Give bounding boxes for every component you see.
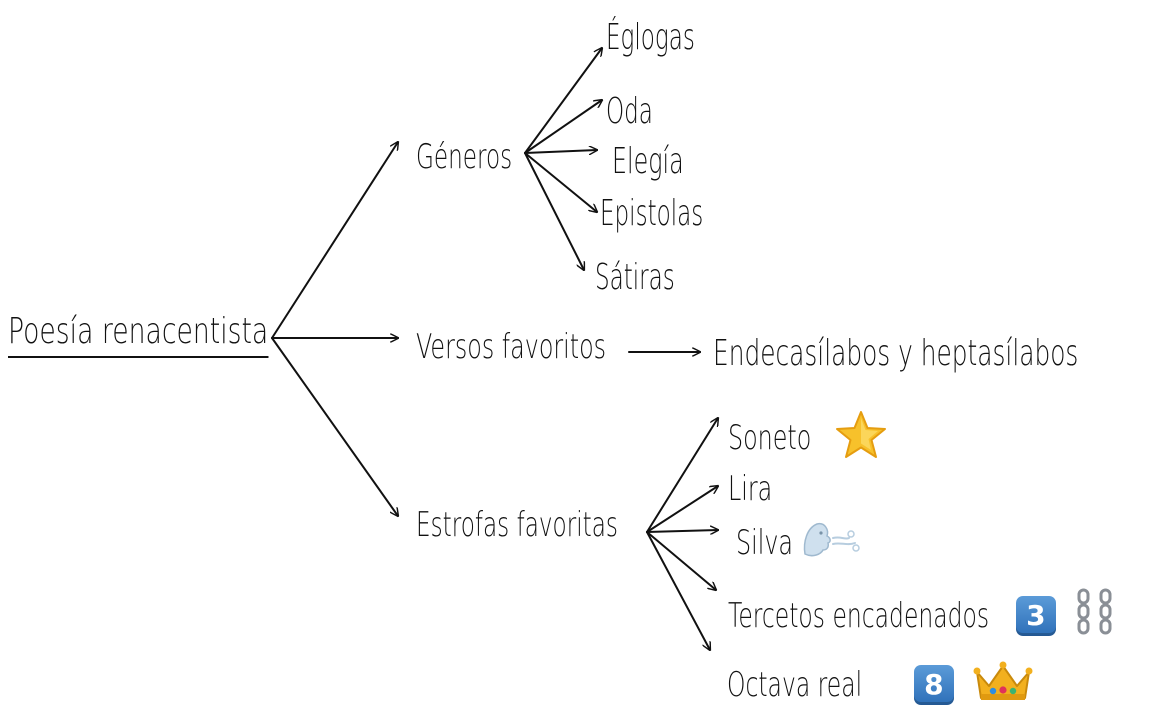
estrofa-item-tercetos: Tercetos encadenados 3 bbox=[728, 588, 1115, 644]
arrow-generos-oda bbox=[524, 100, 602, 154]
keycap-8-icon: 8 bbox=[913, 665, 954, 705]
arrow-generos-eglogas bbox=[524, 48, 602, 154]
estrofa-item-soneto: Soneto bbox=[728, 410, 887, 466]
branch-versos-label: Versos favoritos bbox=[416, 327, 607, 367]
arrow-generos-epistolas bbox=[524, 152, 597, 212]
estrofa-item-octava: Octava real 8 bbox=[727, 660, 1033, 706]
genero-item-oda: Oda bbox=[606, 91, 653, 132]
genero-item-epistolas: Epistolas bbox=[600, 193, 704, 234]
arrow-generos-elegia bbox=[524, 150, 597, 153]
root-label: Poesía renacentista bbox=[8, 311, 269, 358]
estrofa-item-lira: Lira bbox=[728, 469, 773, 509]
arrow-generos-satiras bbox=[524, 152, 584, 270]
arrow-estrofas-octava bbox=[646, 531, 710, 650]
arrow-root-generos bbox=[271, 142, 398, 339]
root-node: Poesía renacentista bbox=[8, 311, 269, 358]
arrow-estrofas-silva bbox=[646, 530, 718, 532]
estrofa-soneto-label: Soneto bbox=[728, 418, 812, 458]
crown-icon bbox=[973, 660, 1033, 706]
genero-item-eglogas: Églogas bbox=[606, 17, 695, 58]
estrofa-item-silva: Silva bbox=[736, 520, 861, 566]
versos-target: Endecasílabos y heptasílabos bbox=[713, 333, 1079, 374]
genero-item-elegia: Elegía bbox=[612, 141, 684, 182]
star-icon bbox=[835, 410, 887, 466]
arrow-estrofas-lira bbox=[646, 486, 718, 533]
arrow-root-estrofas bbox=[271, 337, 398, 516]
keycap-3-icon: 3 bbox=[1015, 596, 1056, 636]
branch-generos-label: Géneros bbox=[416, 137, 513, 177]
branch-estrofas-label: Estrofas favoritas bbox=[416, 505, 618, 545]
genero-item-satiras: Sátiras bbox=[595, 257, 675, 298]
chains-icon bbox=[1075, 588, 1115, 644]
estrofa-octava-label: Octava real bbox=[727, 665, 863, 705]
wind-face-icon bbox=[801, 520, 861, 566]
estrofa-silva-label: Silva bbox=[736, 523, 794, 563]
estrofa-tercetos-label: Tercetos encadenados bbox=[728, 596, 990, 636]
arrow-estrofas-tercetos bbox=[646, 531, 716, 590]
arrow-estrofas-soneto bbox=[646, 418, 718, 533]
